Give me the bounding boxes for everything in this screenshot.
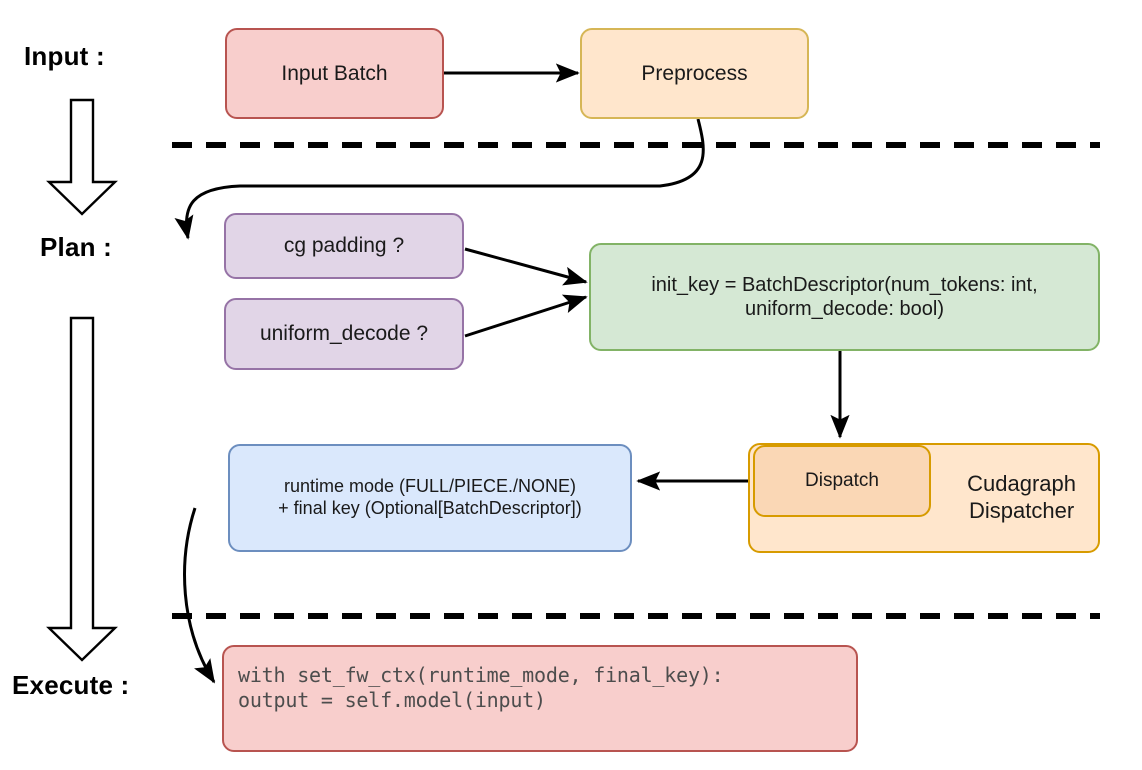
node-runtime-mode[interactable]: runtime mode (FULL/PIECE./NONE) + final … [228, 444, 632, 552]
connector-uniform-decode-to-init-key [464, 294, 588, 338]
node-preprocess[interactable]: Preprocess [580, 28, 809, 119]
node-uniform-decode[interactable]: uniform_decode ? [224, 298, 464, 370]
connector-cg-padding-to-init-key [464, 247, 588, 286]
connector-runtime-mode-to-execute-code [183, 507, 216, 684]
stage-arrow-plan-to-execute [46, 316, 118, 662]
stage-label-input: Input : [24, 41, 105, 71]
stage-label-plan: Plan : [40, 232, 112, 262]
stage-label-execute: Execute : [12, 670, 130, 700]
node-dispatch[interactable]: Dispatch [753, 445, 931, 517]
node-init-key[interactable]: init_key = BatchDescriptor(num_tokens: i… [589, 243, 1100, 351]
node-cg-padding[interactable]: cg padding ? [224, 213, 464, 279]
node-execute-code[interactable]: with set_fw_ctx(runtime_mode, final_key)… [222, 645, 858, 752]
node-input-batch[interactable]: Input Batch [225, 28, 444, 119]
stage-arrow-input-to-plan [46, 98, 118, 216]
